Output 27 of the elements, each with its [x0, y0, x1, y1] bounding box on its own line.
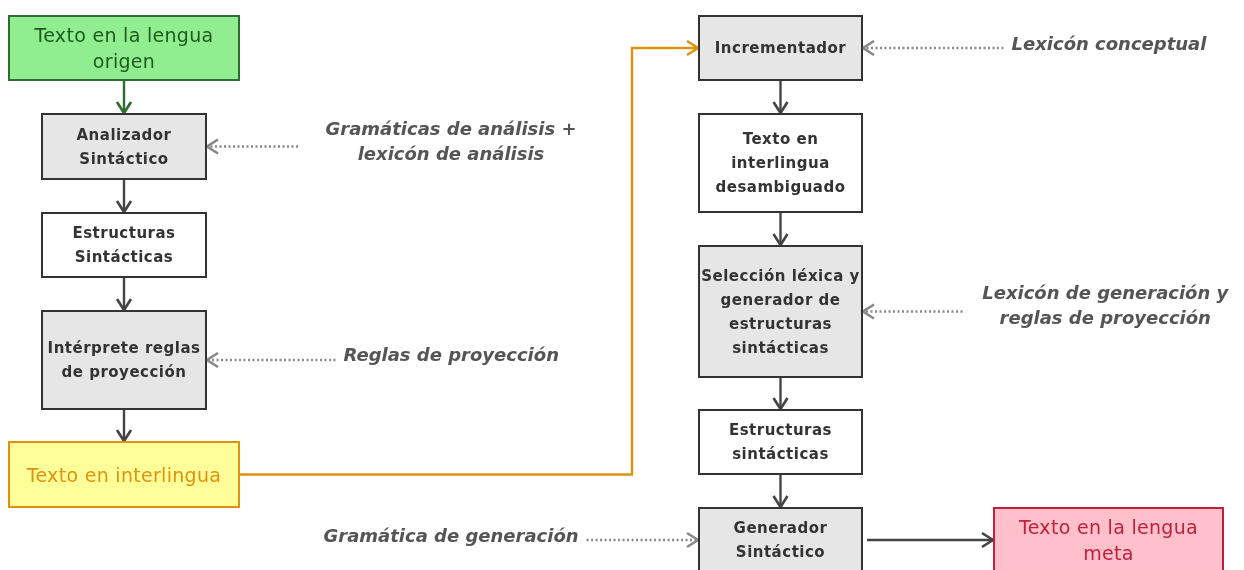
- resource-text: Reglas de proyección: [339, 342, 563, 367]
- resource-text: Gramáticas de análisis + lexicón de análisis: [302, 116, 600, 166]
- arrow: [772, 213, 789, 247]
- end-box: Texto en la lengua meta: [993, 507, 1224, 570]
- resource-text: Lexicón de generación y reglas de proyección: [966, 280, 1244, 330]
- arrow: [115, 81, 133, 115]
- data-box: Texto en interlingua desambiguado: [698, 113, 863, 213]
- data-box: Estructuras Sintácticas: [41, 212, 207, 278]
- dotted-arrow: [586, 531, 700, 549]
- arrow: [240, 39, 700, 476]
- arrow: [772, 81, 789, 115]
- arrow: [115, 180, 133, 214]
- process-box: Selección léxica y generador de estructuras sintácticas: [698, 245, 863, 378]
- arrow: [772, 378, 789, 411]
- arrow: [115, 410, 133, 443]
- process-box: Intérprete reglas de proyección: [41, 310, 207, 410]
- start-box: Texto en la lengua origen: [8, 15, 240, 81]
- process-box: Analizador Sintáctico: [41, 113, 207, 180]
- process-box: Generador Sintáctico: [698, 507, 863, 570]
- arrow: [772, 475, 789, 509]
- arrow: [867, 531, 995, 549]
- arrow: [115, 278, 133, 312]
- resource-text: Lexicón conceptual: [1007, 31, 1211, 56]
- resource-text: Gramática de generación: [319, 523, 583, 548]
- process-box: Incrementador: [698, 15, 863, 81]
- data-box: Estructuras sintácticas: [698, 409, 863, 475]
- intermediate-box: Texto en interlingua: [8, 441, 240, 508]
